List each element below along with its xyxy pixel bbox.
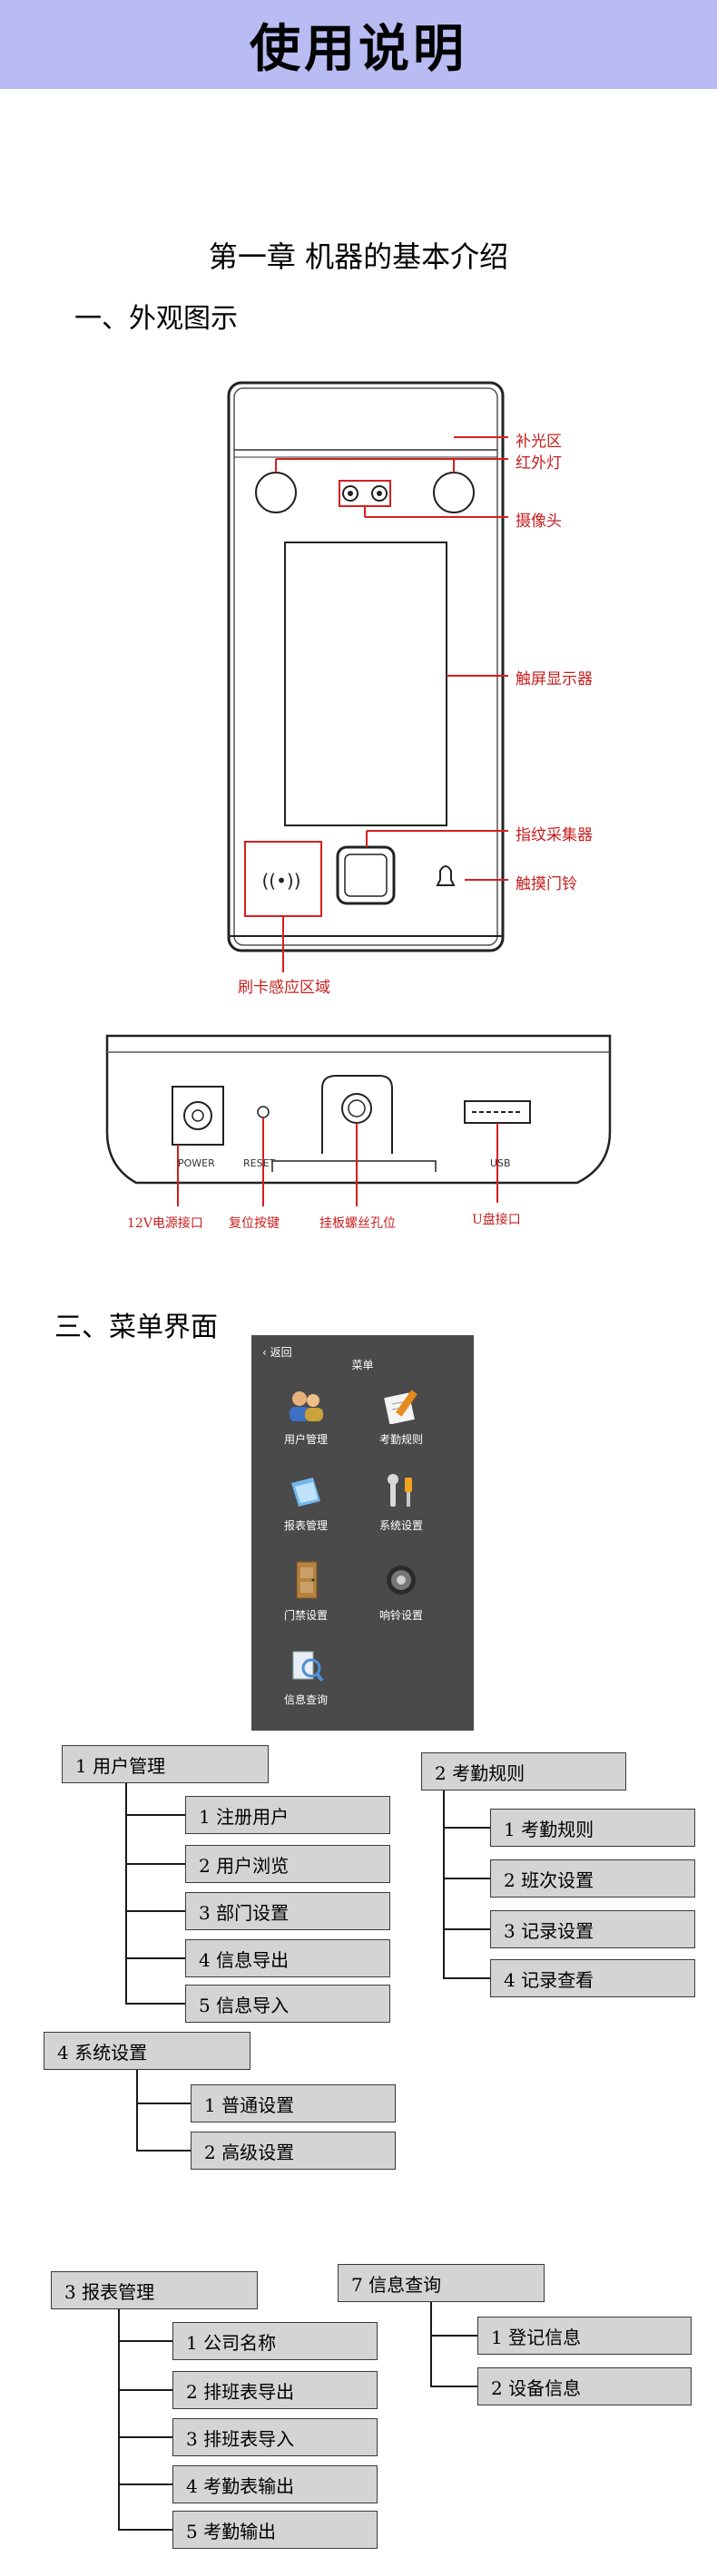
speaker-icon xyxy=(387,1566,416,1595)
menu-title: 菜单 xyxy=(351,1359,374,1371)
tree-node: 1 普通设置 xyxy=(191,2084,396,2122)
users-icon xyxy=(290,1391,323,1421)
tree-node: 4 信息导出 xyxy=(185,1939,390,1977)
tree-connector xyxy=(430,2386,479,2387)
menu-screen: ‹ 返回 菜单 用户管理 考勤规则 报表管理 系统设置 xyxy=(251,1335,474,1731)
tree-node: 2 班次设置 xyxy=(490,1859,695,1898)
tree-connector xyxy=(125,1957,187,1959)
tree-node: 4 记录查看 xyxy=(490,1959,695,1997)
back-label: 返回 xyxy=(270,1346,292,1359)
tree-node: 2 排班表导出 xyxy=(172,2371,378,2409)
tree-connector xyxy=(443,1977,492,1979)
menu-item-access-control[interactable]: 门禁设置 xyxy=(270,1560,342,1623)
tree-root-info: 7 信息查询 xyxy=(338,2264,545,2302)
menu-item-user-mgmt[interactable]: 用户管理 xyxy=(270,1388,342,1447)
print-power: POWER xyxy=(178,1157,215,1169)
tree-connector xyxy=(443,1827,492,1829)
tree-connector xyxy=(118,2483,174,2485)
label-touchscreen: 触屏显示器 xyxy=(516,670,593,688)
menu-item-label: 响铃设置 xyxy=(378,1609,423,1622)
tree-connector xyxy=(136,2070,138,2152)
menu-item-system-settings[interactable]: 系统设置 xyxy=(365,1474,437,1533)
tree-root-user-mgmt: 1 用户管理 xyxy=(62,1745,269,1783)
tree-connector xyxy=(443,1878,492,1879)
label-mount-hole: 挂板螺丝孔位 xyxy=(319,1216,396,1231)
print-usb: USB xyxy=(490,1157,511,1169)
tree-node: 1 考勤规则 xyxy=(490,1809,695,1847)
menu-item-info-query[interactable]: 信息查询 xyxy=(270,1648,342,1707)
tree-connector xyxy=(136,2150,192,2152)
label-card-area: 刷卡感应区域 xyxy=(238,979,330,997)
menu-item-report-mgmt[interactable]: 报表管理 xyxy=(270,1474,342,1533)
menu-item-attendance-rules[interactable]: 考勤规则 xyxy=(365,1388,437,1447)
back-button[interactable]: ‹ 返回 xyxy=(262,1344,292,1360)
tree-node: 5 信息导入 xyxy=(185,1985,390,2023)
tree-root-attendance: 2 考勤规则 xyxy=(421,1752,626,1791)
tree-node: 4 考勤表输出 xyxy=(172,2465,378,2503)
label-ir-light: 红外灯 xyxy=(516,454,562,473)
menu-item-label: 信息查询 xyxy=(283,1693,328,1706)
menu-item-label: 报表管理 xyxy=(283,1519,328,1532)
tree-connector xyxy=(118,2340,174,2342)
tree-connector xyxy=(136,2103,192,2104)
menu-item-label: 系统设置 xyxy=(378,1519,423,1532)
label-power-port: 12V电源接口 xyxy=(127,1216,203,1231)
chevron-left-icon: ‹ xyxy=(262,1346,270,1359)
tree-connector xyxy=(125,2003,187,2005)
menu-item-label: 用户管理 xyxy=(283,1433,328,1446)
tree-root-report: 3 报表管理 xyxy=(51,2271,258,2309)
tree-connector xyxy=(118,2529,174,2531)
tree-connector xyxy=(125,1783,127,2005)
tree-node: 3 记录设置 xyxy=(490,1910,695,1948)
tree-node: 1 登记信息 xyxy=(477,2317,692,2355)
tree-node: 2 用户浏览 xyxy=(185,1845,390,1883)
label-camera: 摄像头 xyxy=(516,512,562,531)
label-doorbell: 触摸门铃 xyxy=(516,875,577,893)
search-document-icon xyxy=(292,1651,324,1683)
tree-node: 1 公司名称 xyxy=(172,2322,378,2360)
svg-text:((•)): ((•)) xyxy=(261,870,300,892)
tree-connector xyxy=(125,1863,187,1865)
wrench-screwdriver-icon xyxy=(388,1474,412,1507)
print-reset: RESET xyxy=(243,1157,276,1169)
tree-node: 2 设备信息 xyxy=(477,2367,692,2405)
section-appearance-title: 一、外观图示 xyxy=(74,303,238,335)
door-icon xyxy=(296,1561,318,1599)
tree-connector xyxy=(443,1928,492,1930)
section-menu-title: 三、菜单界面 xyxy=(54,1312,218,1343)
label-fill-light: 补光区 xyxy=(516,433,562,451)
tree-connector xyxy=(125,1910,187,1912)
menu-item-label: 考勤规则 xyxy=(378,1433,423,1446)
tree-connector xyxy=(118,2389,174,2391)
device-front-diagram: ((•)) xyxy=(227,381,508,972)
pencil-notes-icon xyxy=(384,1390,417,1425)
label-usb-port: U盘接口 xyxy=(472,1213,521,1227)
tree-node: 3 排班表导入 xyxy=(172,2418,378,2456)
label-fingerprint: 指纹采集器 xyxy=(516,826,593,844)
menu-item-label: 门禁设置 xyxy=(283,1609,328,1622)
menu-item-ring-settings[interactable]: 响铃设置 xyxy=(365,1560,437,1623)
tree-connector xyxy=(430,2302,432,2387)
report-icon xyxy=(291,1478,320,1507)
chapter-title: 第一章 机器的基本介绍 xyxy=(208,239,509,274)
tree-node: 3 部门设置 xyxy=(185,1892,390,1930)
tree-connector xyxy=(118,2309,120,2529)
label-reset-key: 复位按键 xyxy=(229,1216,280,1231)
tree-connector xyxy=(430,2335,479,2337)
tree-node: 1 注册用户 xyxy=(185,1796,390,1834)
tree-node: 2 高级设置 xyxy=(191,2132,396,2170)
tree-connector xyxy=(443,1791,445,1979)
device-bottom-diagram xyxy=(105,1034,612,1206)
page-title: 使用说明 xyxy=(250,19,467,79)
tree-node: 5 考勤输出 xyxy=(172,2511,378,2549)
tree-connector xyxy=(118,2436,174,2438)
tree-connector xyxy=(125,1814,187,1816)
tree-root-system: 4 系统设置 xyxy=(44,2032,250,2070)
page-header: 使用说明 xyxy=(0,0,717,89)
